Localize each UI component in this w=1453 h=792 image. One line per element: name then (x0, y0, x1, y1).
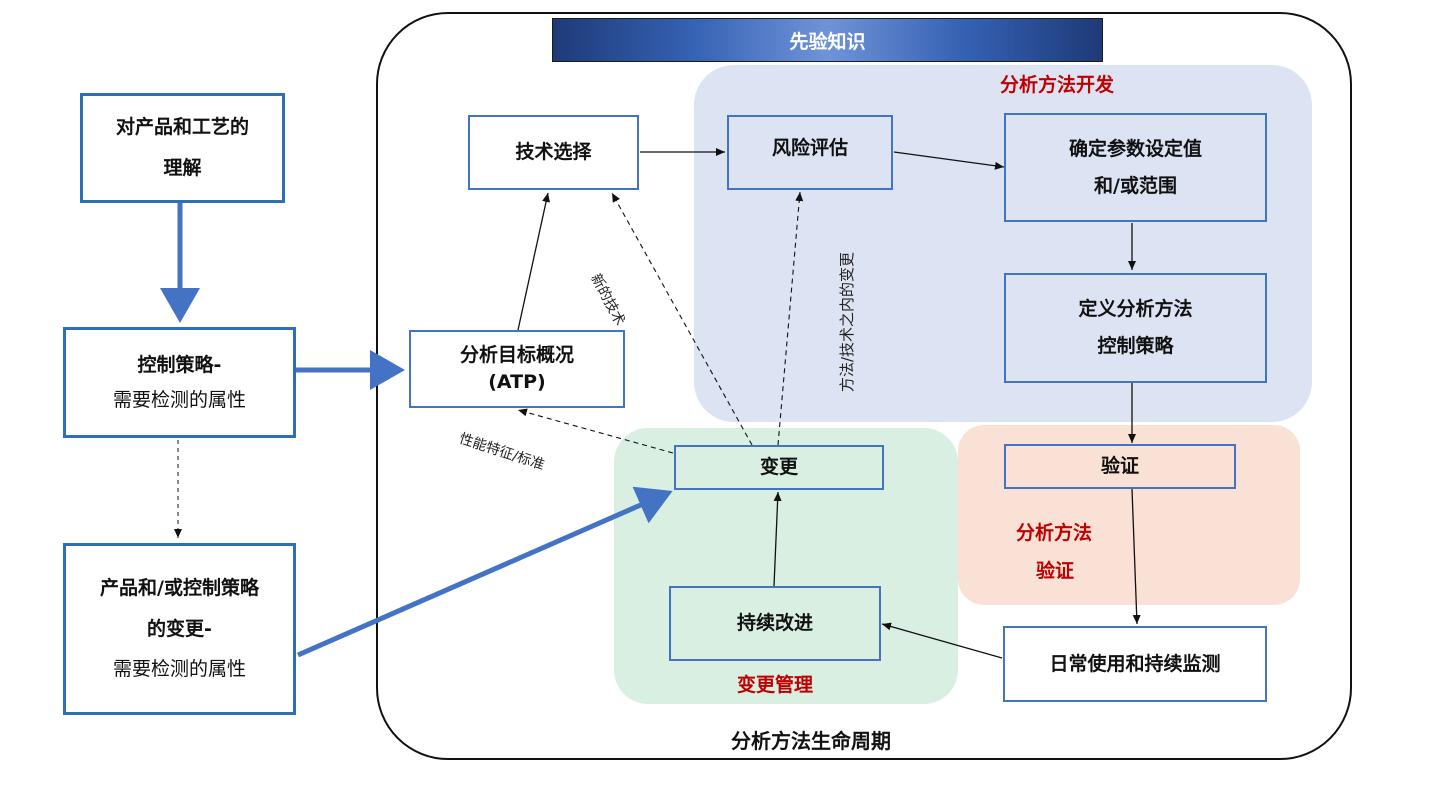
prior-knowledge-header: 先验知识 (552, 18, 1103, 62)
within-method-change-label: 方法/技术之内的变更 (838, 251, 856, 392)
routine-monitoring-box: 日常使用和持续监测 (1003, 626, 1267, 702)
atp-line1: 分析目标概况 (459, 344, 574, 367)
parameters-box: 确定参数设定值 和/或范围 (1004, 113, 1267, 222)
define-method-line1: 定义分析方法 (1078, 298, 1193, 321)
arrow-change-to-atp-dashed (517, 408, 674, 454)
control-strategy-box: 控制策略- 需要检测的属性 (63, 327, 296, 438)
change-label: 变更 (759, 456, 798, 479)
lifecycle-label: 分析方法生命周期 (731, 729, 891, 753)
validation-zone-title-line2: 验证 (1036, 560, 1075, 582)
atp-box: 分析目标概况 (ATP) (409, 330, 625, 408)
arrow-routine-to-improve (881, 622, 1003, 659)
arrow-change-to-risk-dashed (777, 191, 804, 446)
tech-selection-label: 技术选择 (515, 141, 592, 164)
arrow-improve-to-change (773, 491, 782, 587)
validation-label: 验证 (1100, 455, 1139, 478)
product-change-line1: 产品和/或控制策略 (100, 577, 259, 600)
validation-box: 验证 (1004, 444, 1236, 489)
atp-line2: (ATP) (488, 371, 546, 393)
arrow-change-to-tech-dashed (611, 192, 753, 446)
risk-assessment-box: 风险评估 (727, 115, 893, 190)
arrow-change-to-change-node (296, 486, 673, 658)
control-strategy-title: 控制策略- (137, 353, 222, 376)
validation-zone-title-line1: 分析方法 (1016, 522, 1093, 544)
tech-selection-box: 技术选择 (468, 115, 639, 190)
define-method-box: 定义分析方法 控制策略 (1004, 273, 1267, 383)
understanding-box: 对产品和工艺的 理解 (80, 93, 285, 203)
arrow-atp-to-tech (517, 192, 550, 331)
change-box: 变更 (674, 445, 884, 490)
change-management-title: 变更管理 (737, 674, 814, 696)
arrow-validation-to-routine (1131, 488, 1141, 625)
parameters-line1: 确定参数设定值 (1068, 137, 1202, 160)
product-change-subtitle: 需要检测的属性 (112, 658, 246, 681)
risk-assessment-label: 风险评估 (771, 137, 848, 159)
understanding-line2: 理解 (163, 157, 202, 179)
understanding-line1: 对产品和工艺的 (115, 116, 249, 139)
arrow-risk-to-params (893, 151, 1005, 170)
continuous-improvement-label: 持续改进 (736, 612, 813, 635)
control-strategy-subtitle: 需要检测的属性 (112, 388, 246, 411)
product-change-line2: 的变更- (147, 617, 212, 640)
product-change-box: 产品和/或控制策略 的变更- 需要检测的属性 (63, 543, 296, 715)
header-label: 先验知识 (789, 30, 866, 53)
development-zone-title: 分析方法开发 (1000, 74, 1115, 96)
routine-monitoring-label: 日常使用和持续监测 (1049, 652, 1221, 675)
define-method-line2: 控制策略 (1097, 335, 1174, 357)
parameters-line2: 和/或范围 (1094, 174, 1177, 197)
continuous-improvement-box: 持续改进 (669, 586, 881, 661)
